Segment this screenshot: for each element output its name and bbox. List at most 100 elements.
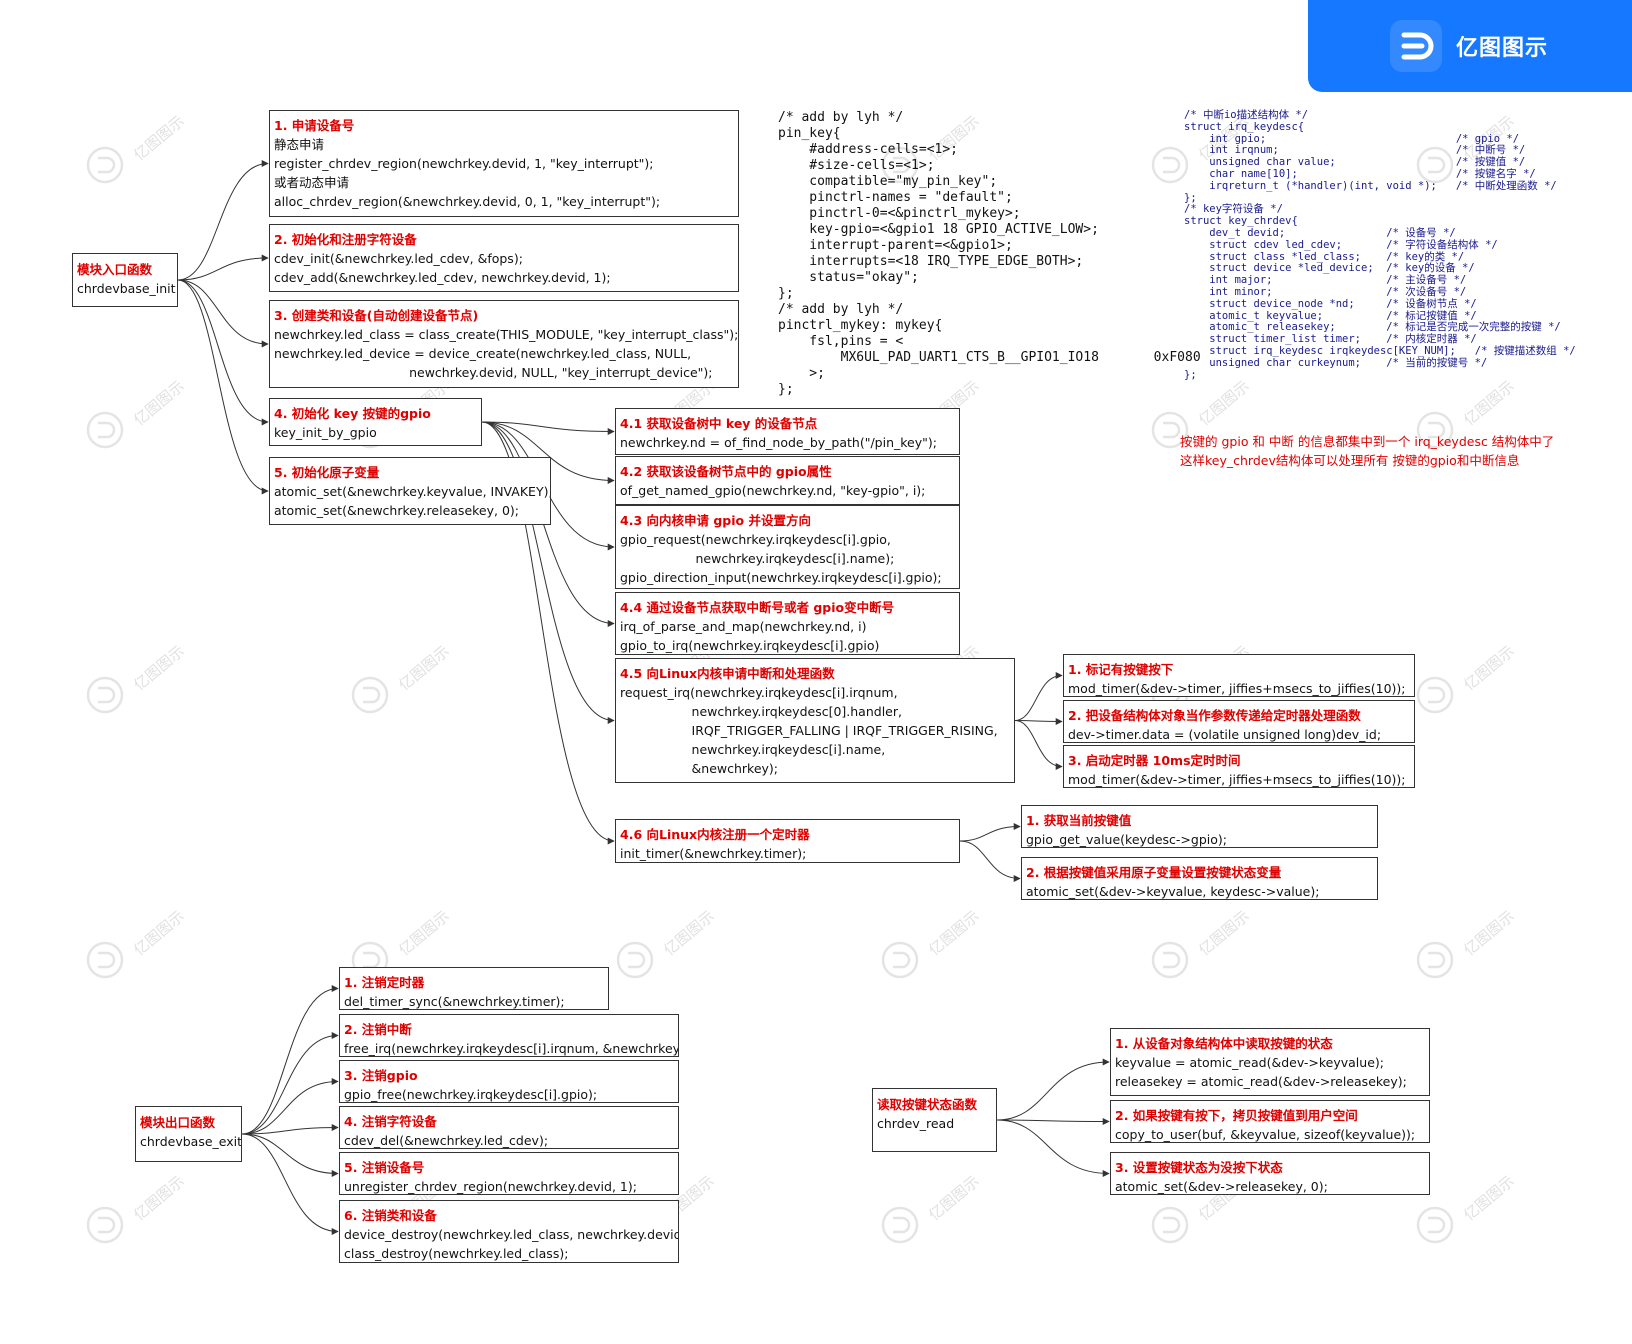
code-line: pinctrl-0=<&pinctrl_mykey>;	[778, 206, 1021, 221]
connector-exit-e5	[241, 1133, 339, 1177]
struct-line: irqreturn_t (*handler)(int, void *); /* …	[1184, 179, 1557, 192]
node-line: chrdevbase_init	[77, 281, 176, 296]
connector-n4-n41	[481, 421, 615, 435]
note-line: 按键的 gpio 和 中断 的信息都集中到一个 irq_keydesc 结构体中…	[1180, 434, 1555, 449]
code-line: status="okay";	[778, 270, 919, 285]
code-line: fsl,pins = <	[778, 334, 904, 349]
node-init: 模块入口函数 chrdevbase_init	[72, 253, 178, 307]
node-title: 读取按键状态函数	[877, 1097, 978, 1112]
watermark: 亿图图示	[615, 907, 725, 980]
struct-line: struct timer_list timer; /* 内核定时器 */	[1184, 333, 1477, 346]
watermark: 亿图图示	[880, 112, 990, 185]
connector-n45-i2	[1014, 717, 1063, 725]
struct-line: /* key字符设备 */	[1184, 203, 1283, 216]
watermark: 亿图图示	[85, 377, 195, 450]
watermark: 亿图图示	[880, 1172, 990, 1245]
watermark-logo-icon	[881, 1206, 919, 1244]
watermark-logo-icon	[881, 146, 919, 184]
connector-n46-t1	[959, 823, 1021, 842]
watermark-logo-icon	[616, 941, 654, 979]
node-line: newchrkey.devid, NULL, "key_interrupt_de…	[274, 365, 713, 380]
code-line: pin_key{	[778, 126, 841, 141]
node-title: 4.4 通过设备节点获取中断号或者 gpio变中断号	[620, 600, 895, 615]
node-line: dev->timer.data = (volatile unsigned lon…	[1068, 727, 1382, 742]
struct-line: struct key_chrdev{	[1184, 215, 1298, 228]
struct-line: unsigned char curkeynum; /* 当前的按键号 */	[1184, 356, 1488, 369]
node-title: 3. 注销gpio	[344, 1068, 418, 1083]
node-line: gpio_to_irq(newchrkey.irqkeydesc[i].gpio…	[620, 638, 880, 653]
watermark-logo-icon	[1416, 146, 1454, 184]
node-line: register_chrdev_region(newchrkey.devid, …	[274, 156, 654, 171]
struct-line: int minor; /* 次设备号 */	[1184, 285, 1467, 298]
struct-line: atomic_t releasekey; /* 标记是否完成一次完整的按键 */	[1184, 321, 1561, 334]
node-line: cdev_init(&newchrkey.led_cdev, &fops);	[274, 251, 523, 266]
node-line: of_get_named_gpio(newchrkey.nd, "key-gpi…	[620, 483, 926, 498]
connector-read-r2	[996, 1117, 1110, 1125]
node-line: newchrkey.irqkeydesc[i].name,	[620, 742, 886, 757]
connector-n45-i3	[1014, 720, 1063, 770]
node-line: free_irq(newchrkey.irqkeydesc[i].irqnum,…	[344, 1041, 679, 1056]
code-line: pinctrl-names = "default";	[778, 190, 1013, 205]
code-line: pinctrl_mykey: mykey{	[778, 318, 943, 333]
watermark-logo-icon	[1151, 1206, 1189, 1244]
watermark: 亿图图示	[1415, 112, 1525, 185]
watermark: 亿图图示	[1415, 377, 1525, 450]
code-line: MX6UL_PAD_UART1_CTS_B__GPIO1_IO18 0xF080	[778, 350, 1201, 365]
connector-n45-i1	[1014, 672, 1063, 721]
node-line: keyvalue = atomic_read(&dev->keyvalue);	[1115, 1055, 1384, 1070]
device-tree-code: /* add by lyh */pin_key{ #address-cells=…	[778, 110, 1201, 398]
watermark-logo-icon	[1416, 1206, 1454, 1244]
watermark-logo-icon	[1416, 941, 1454, 979]
node-e4: 4. 注销字符设备 cdev_del(&newchrkey.led_cdev);	[339, 1106, 679, 1149]
watermark: 亿图图示	[1150, 377, 1260, 450]
node-line: atomic_set(&dev->releasekey, 0);	[1115, 1179, 1328, 1194]
node-title: 2. 初始化和注册字符设备	[274, 232, 417, 247]
node-title: 模块出口函数	[140, 1115, 216, 1130]
watermark-logo-icon	[881, 941, 919, 979]
struct-line: struct class *led_class; /* key的类 */	[1184, 250, 1465, 263]
node-e3: 3. 注销gpio gpio_free(newchrkey.irqkeydesc[…	[339, 1060, 679, 1103]
node-line: request_irq(newchrkey.irqkeydesc[i].irqn…	[620, 685, 898, 700]
node-line: class_destroy(newchrkey.led_class);	[344, 1246, 569, 1261]
node-title: 1. 注销定时器	[344, 975, 425, 990]
connector-init-n2	[177, 254, 269, 281]
node-n1: 1. 申请设备号静态申请 register_chrdev_region(newch…	[269, 110, 739, 217]
struct-line: unsigned char value; /* 按键值 */	[1184, 156, 1526, 169]
watermark: 亿图图示	[1415, 907, 1525, 980]
node-line: gpio_free(newchrkey.irqkeydesc[i].gpio);	[344, 1087, 598, 1102]
node-line: gpio_get_value(keydesc->gpio);	[1026, 832, 1227, 847]
node-title: 4. 注销字符设备	[344, 1114, 437, 1129]
code-line: compatible="my_pin_key";	[778, 174, 998, 189]
struct-line: struct device *led_device; /* key的设备 */	[1184, 262, 1475, 275]
watermark: 亿图图示	[1150, 907, 1260, 980]
connector-init-n3	[177, 279, 269, 348]
watermark-logo-icon	[1151, 146, 1189, 184]
node-line: releasekey = atomic_read(&dev->releaseke…	[1115, 1074, 1407, 1089]
struct-line: };	[1184, 191, 1197, 204]
node-line: 静态申请	[274, 137, 325, 152]
node-line: cdev_del(&newchrkey.led_cdev);	[344, 1133, 549, 1148]
code-line: key-gpio=<&gpio1 18 GPIO_ACTIVE_LOW>;	[778, 222, 1099, 237]
struct-line: /* 中断io描述结构体 */	[1184, 109, 1309, 121]
node-title: 1. 申请设备号	[274, 118, 355, 133]
connector-exit-e3	[241, 1078, 339, 1135]
watermark: 亿图图示	[85, 1172, 195, 1245]
code-line: };	[778, 286, 794, 301]
node-e1: 1. 注销定时器 del_timer_sync(&newchrkey.timer)…	[339, 967, 609, 1010]
node-line: del_timer_sync(&newchrkey.timer);	[344, 994, 565, 1009]
node-title: 1. 获取当前按键值	[1026, 813, 1132, 828]
brand-logo-icon	[1390, 20, 1442, 72]
watermark-logo-icon	[86, 676, 124, 714]
connector-exit-e4	[241, 1124, 339, 1135]
node-title: 模块入口函数	[77, 262, 153, 277]
node-line: chrdevbase_exit	[140, 1134, 242, 1149]
node-line: init_timer(&newchrkey.timer);	[620, 846, 807, 861]
node-line: newchrkey.led_device = device_create(new…	[274, 346, 692, 361]
node-title: 4.3 向内核申请 gpio 并设置方向	[620, 513, 811, 528]
